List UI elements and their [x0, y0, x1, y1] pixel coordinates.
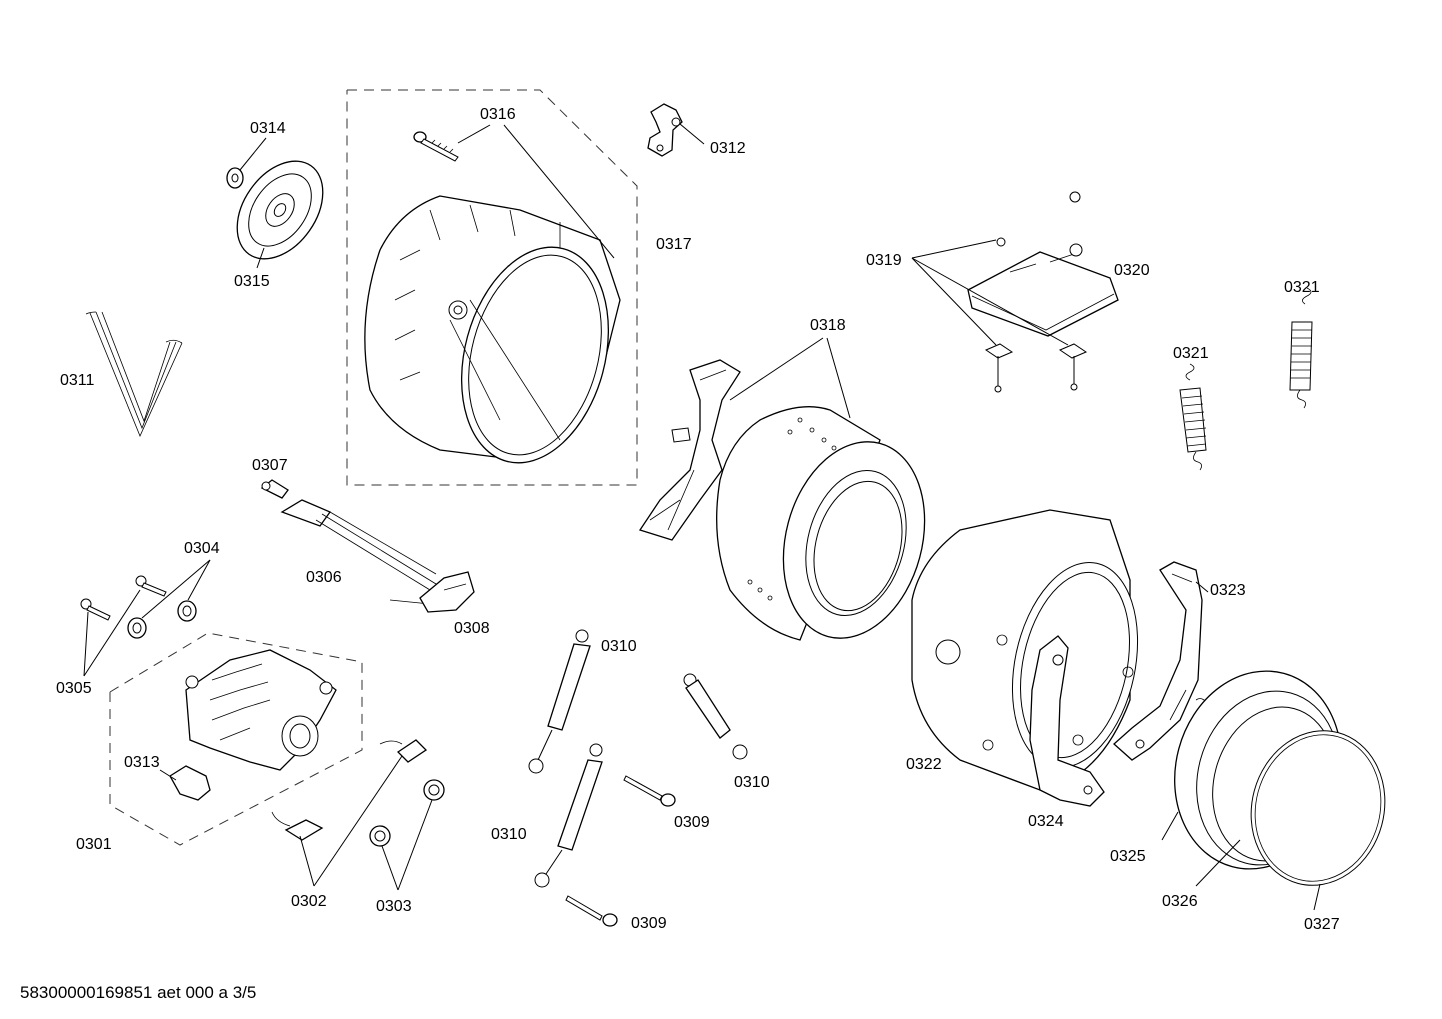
drum-spider [638, 359, 741, 541]
shock-absorber-3 [683, 673, 748, 760]
motor-connector [169, 765, 211, 801]
rubber-foot-1 [423, 779, 445, 801]
label-0302: 0302 [291, 893, 327, 910]
label-0307: 0307 [252, 457, 288, 474]
cover-screws [984, 191, 1088, 393]
ntc-sensor [260, 479, 289, 499]
label-0323: 0323 [1210, 582, 1246, 599]
label-0321-right: 0321 [1284, 279, 1320, 296]
label-0319: 0319 [866, 252, 902, 269]
motor-screw-2 [80, 598, 111, 621]
heater-connector [419, 571, 475, 613]
label-0327: 0327 [1304, 916, 1340, 933]
label-0321-left: 0321 [1173, 345, 1209, 362]
label-0310-top: 0310 [601, 638, 637, 655]
motor [185, 649, 337, 771]
label-0325: 0325 [1110, 848, 1146, 865]
tub-bracket [1113, 561, 1203, 761]
label-0310-bottom: 0310 [491, 826, 527, 843]
label-0317: 0317 [656, 236, 692, 253]
front-weight [1029, 635, 1105, 807]
label-0309-bottom: 0309 [631, 915, 667, 932]
seal-clamp-ring [1250, 730, 1386, 886]
heater-element [280, 499, 442, 605]
shock-absorber-1 [528, 629, 591, 774]
label-0311: 0311 [60, 372, 95, 389]
motor-assembly-box [109, 632, 363, 846]
shock-pin-1 [623, 775, 676, 807]
motor-bushing-2 [177, 600, 197, 622]
label-0324: 0324 [1028, 813, 1064, 830]
part-labels: 0314 0315 0316 0312 0317 0311 0318 0319 … [56, 106, 1340, 933]
label-0309-top: 0309 [674, 814, 710, 831]
weight-cover [967, 243, 1119, 337]
motor-screw-1 [135, 575, 167, 597]
pulley [236, 160, 324, 260]
motor-bushing-1 [127, 617, 147, 639]
label-0305: 0305 [56, 680, 92, 697]
tub-rear-assembly-box [346, 89, 638, 486]
pulley-washer [226, 167, 244, 189]
rear-tub [364, 195, 621, 464]
label-0313: 0313 [124, 754, 160, 771]
leader-lines [83, 123, 1321, 911]
label-0308: 0308 [454, 620, 490, 637]
label-0304: 0304 [184, 540, 220, 557]
label-0322: 0322 [906, 756, 942, 773]
label-0306: 0306 [306, 569, 342, 586]
label-0320: 0320 [1114, 262, 1150, 279]
clip-bracket [647, 103, 683, 157]
tub-spring-1 [1179, 363, 1207, 471]
carbon-brush-1 [379, 739, 428, 763]
label-0303: 0303 [376, 898, 412, 915]
label-0316: 0316 [480, 106, 516, 123]
tub-spring-2 [1289, 287, 1313, 409]
document-reference: 58300000169851 aet 000 a 3/5 [20, 983, 256, 1002]
drum [716, 406, 926, 641]
label-0301: 0301 [76, 836, 112, 853]
rubber-foot-2 [369, 825, 391, 847]
label-0318: 0318 [810, 317, 846, 334]
drive-belt [85, 311, 183, 438]
shock-absorber-2 [534, 743, 603, 888]
tub-bolt [413, 131, 459, 162]
label-0315: 0315 [234, 273, 270, 290]
label-0310-right: 0310 [734, 774, 770, 791]
label-0326: 0326 [1162, 893, 1198, 910]
label-0314: 0314 [250, 120, 286, 137]
shock-pin-2 [565, 895, 618, 927]
label-0312: 0312 [710, 140, 746, 157]
carbon-brush-2 [271, 811, 324, 841]
